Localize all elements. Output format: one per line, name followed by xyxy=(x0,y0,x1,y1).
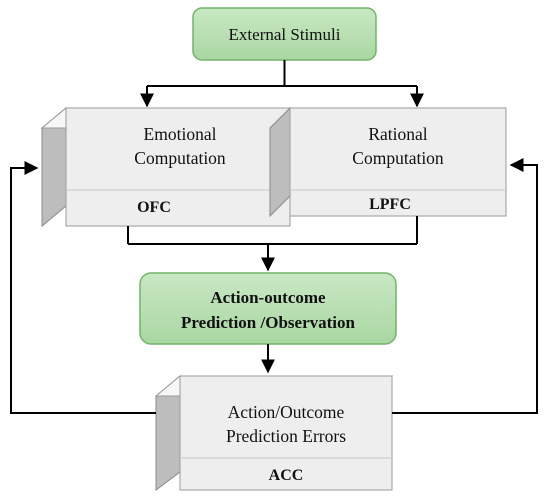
action-outcome-node: Action-outcome Prediction /Observation xyxy=(139,272,397,345)
action-outcome-line2: Prediction /Observation xyxy=(181,313,355,332)
ofc-tag: OFC xyxy=(137,199,171,216)
emotional-computation-node: Emotional Computation OFC xyxy=(40,106,292,228)
errors-line1: Action/Outcome xyxy=(228,402,345,422)
acc-tag: ACC xyxy=(269,467,304,484)
connector-stimuli-split xyxy=(140,60,424,108)
connector-merge xyxy=(127,216,418,272)
emotional-line2: Computation xyxy=(134,148,226,168)
rational-line1: Rational xyxy=(368,124,427,144)
lpfc-tag: LPFC xyxy=(369,196,411,213)
emotional-line1: Emotional xyxy=(144,124,217,144)
errors-line2: Prediction Errors xyxy=(226,426,346,446)
rational-line2: Computation xyxy=(352,148,444,168)
external-stimuli-node: External Stimuli xyxy=(192,7,377,61)
feedback-right xyxy=(392,158,538,414)
prediction-errors-node: Action/Outcome Prediction Errors ACC xyxy=(154,374,394,491)
feedback-left xyxy=(10,161,156,414)
external-stimuli-label: External Stimuli xyxy=(229,25,341,44)
action-outcome-line1: Action-outcome xyxy=(210,288,326,307)
rational-computation-node: Rational Computation LPFC xyxy=(269,106,507,218)
